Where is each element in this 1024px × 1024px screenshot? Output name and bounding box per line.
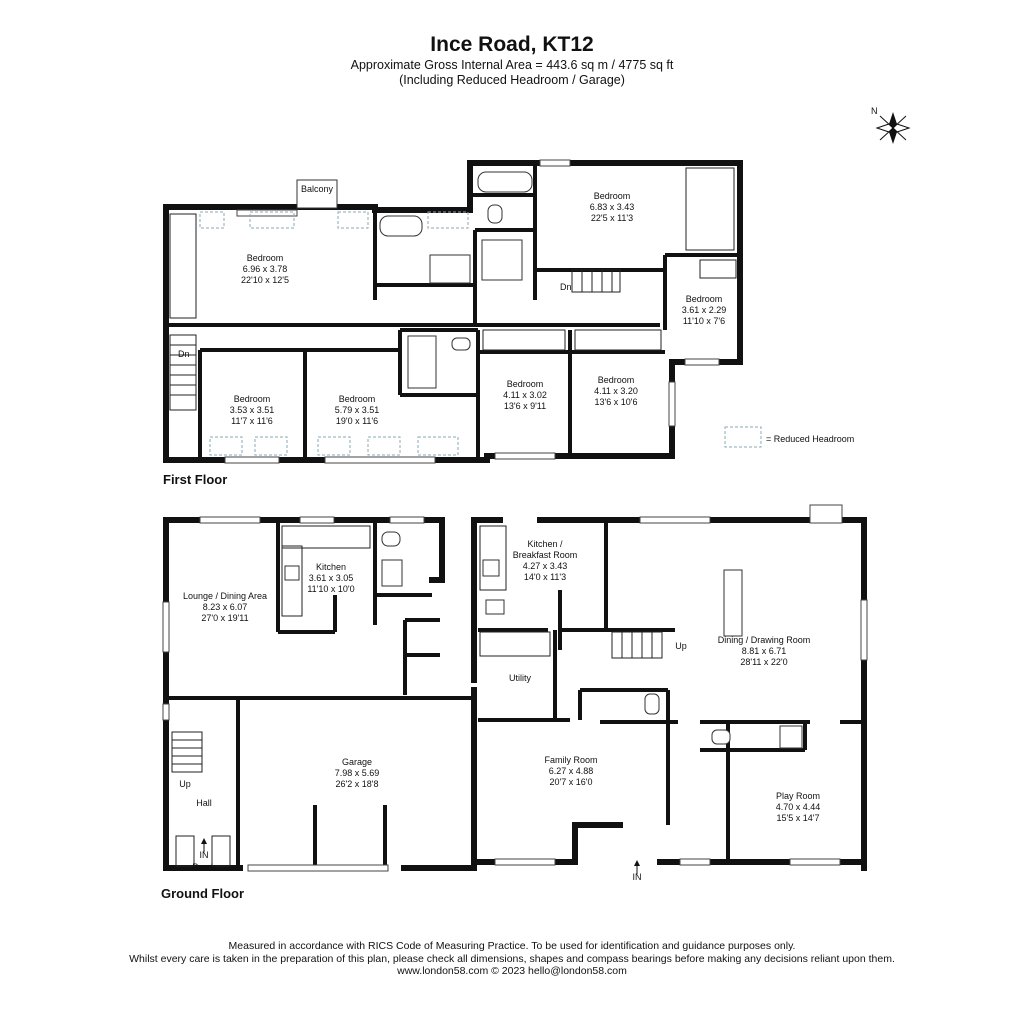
svg-text:7.98 x 5.69: 7.98 x 5.69 xyxy=(335,768,380,778)
svg-text:Dining / Drawing Room: Dining / Drawing Room xyxy=(718,635,811,645)
room-label-ff-bedroom-1: Bedroom 6.96 x 3.78 22'10 x 12'5 xyxy=(241,253,289,285)
svg-text:Play Room: Play Room xyxy=(776,791,820,801)
hall-label: Hall xyxy=(196,798,212,808)
svg-text:4.70 x 4.44: 4.70 x 4.44 xyxy=(776,802,821,812)
stairs-up-label-left: Up xyxy=(179,779,191,789)
svg-text:Bedroom: Bedroom xyxy=(234,394,271,404)
svg-text:13'6 x 9'11: 13'6 x 9'11 xyxy=(504,401,546,411)
svg-text:4.11 x 3.02: 4.11 x 3.02 xyxy=(503,390,547,400)
porch-label: Porch xyxy=(192,862,216,872)
entrance-arrow-left-icon xyxy=(201,838,207,844)
svg-text:Bedroom: Bedroom xyxy=(686,294,723,304)
room-label-play-room: Play Room 4.70 x 4.44 15'5 x 14'7 xyxy=(776,791,821,823)
ground-floor-label: Ground Floor xyxy=(161,886,244,901)
svg-text:Bedroom: Bedroom xyxy=(339,394,376,404)
sink-icon xyxy=(485,599,505,615)
area-note: (Including Reduced Headroom / Garage) xyxy=(399,73,625,87)
first-floor-label: First Floor xyxy=(163,472,227,487)
plan-footer: Measured in accordance with RICS Code of… xyxy=(0,940,1024,978)
svg-text:Breakfast Room: Breakfast Room xyxy=(513,550,578,560)
room-label-ff-bedroom-5: Bedroom 5.79 x 3.51 19'0 x 11'6 xyxy=(335,394,380,426)
footer-disclaimer-2: Whilst every care is taken in the prepar… xyxy=(129,952,895,965)
room-label-kitchen-breakfast: Kitchen / Breakfast Room 4.27 x 3.43 14'… xyxy=(513,539,578,582)
gross-area: Approximate Gross Internal Area = 443.6 … xyxy=(350,58,674,72)
svg-text:6.96 x 3.78: 6.96 x 3.78 xyxy=(243,264,288,274)
svg-text:19'0 x 11'6: 19'0 x 11'6 xyxy=(336,416,378,426)
svg-text:6.83 x 3.43: 6.83 x 3.43 xyxy=(590,202,635,212)
svg-text:Kitchen: Kitchen xyxy=(316,562,346,572)
svg-text:27'0 x 19'11: 27'0 x 19'11 xyxy=(201,613,248,623)
svg-text:Bedroom: Bedroom xyxy=(247,253,284,263)
room-label-ff-bedroom-6: Bedroom 4.11 x 3.02 13'6 x 9'11 xyxy=(503,379,547,411)
svg-text:15'5 x 14'7: 15'5 x 14'7 xyxy=(777,813,820,823)
svg-text:28'11 x 22'0: 28'11 x 22'0 xyxy=(740,657,787,667)
footer-contact: www.london58.com © 2023 hello@london58.c… xyxy=(397,965,627,977)
stairs-down-label-right: Dn xyxy=(560,282,572,292)
french-doors xyxy=(809,504,843,524)
svg-text:14'0 x 11'3: 14'0 x 11'3 xyxy=(524,572,566,582)
compass-icon xyxy=(875,112,911,144)
ground-floor-walls xyxy=(163,517,867,871)
svg-text:11'10 x 10'0: 11'10 x 10'0 xyxy=(307,584,354,594)
svg-text:11'7 x 11'6: 11'7 x 11'6 xyxy=(231,416,273,426)
ground-floor-fixtures xyxy=(162,504,868,874)
svg-text:Family Room: Family Room xyxy=(544,755,597,765)
svg-text:3.61 x 3.05: 3.61 x 3.05 xyxy=(309,573,354,583)
svg-text:Bedroom: Bedroom xyxy=(598,375,635,385)
hob-icon xyxy=(284,565,300,581)
svg-text:4.27 x 3.43: 4.27 x 3.43 xyxy=(523,561,568,571)
svg-text:3.53 x 3.51: 3.53 x 3.51 xyxy=(230,405,275,415)
first-floor-walls xyxy=(163,160,743,463)
compass-north-label: N xyxy=(871,106,878,116)
svg-text:11'10 x 7'6: 11'10 x 7'6 xyxy=(683,316,725,326)
svg-text:8.81 x 6.71: 8.81 x 6.71 xyxy=(742,646,787,656)
stairs-up-label-right: Up xyxy=(675,641,687,651)
utility-label: Utility xyxy=(509,673,531,683)
room-label-kitchen: Kitchen 3.61 x 3.05 11'10 x 10'0 xyxy=(307,562,354,594)
footer-disclaimer-1: Measured in accordance with RICS Code of… xyxy=(228,940,796,952)
room-label-garage: Garage 7.98 x 5.69 26'2 x 18'8 xyxy=(335,757,380,789)
plan-header: Ince Road, KT12 Approximate Gross Intern… xyxy=(0,32,1024,88)
room-label-ff-bedroom-2: Bedroom 6.83 x 3.43 22'5 x 11'3 xyxy=(590,191,635,223)
svg-text:20'7 x 16'0: 20'7 x 16'0 xyxy=(550,777,593,787)
room-label-ff-bedroom-3: Bedroom 3.61 x 2.29 11'10 x 7'6 xyxy=(682,294,727,326)
svg-text:22'10 x 12'5: 22'10 x 12'5 xyxy=(241,275,289,285)
stairs-down-label-left: Dn xyxy=(178,349,190,359)
room-label-family-room: Family Room 6.27 x 4.88 20'7 x 16'0 xyxy=(544,755,597,787)
svg-text:26'2 x 18'8: 26'2 x 18'8 xyxy=(336,779,379,789)
room-label-dining-drawing: Dining / Drawing Room 8.81 x 6.71 28'11 … xyxy=(718,635,811,667)
hob-icon-2 xyxy=(482,559,500,577)
svg-text:6.27 x 4.88: 6.27 x 4.88 xyxy=(549,766,594,776)
entrance-label-left: IN xyxy=(200,850,209,860)
balcony-outline xyxy=(296,179,338,209)
entrance-arrow-right-icon xyxy=(634,860,640,866)
svg-text:Bedroom: Bedroom xyxy=(594,191,631,201)
svg-text:4.11 x 3.20: 4.11 x 3.20 xyxy=(594,386,638,396)
room-label-ff-bedroom-4: Bedroom 3.53 x 3.51 11'7 x 11'6 xyxy=(230,394,275,426)
room-label-lounge: Lounge / Dining Area 8.23 x 6.07 27'0 x … xyxy=(183,591,267,623)
entrance-label-right: IN xyxy=(633,872,642,882)
balcony-label: Balcony xyxy=(301,184,334,194)
svg-text:Garage: Garage xyxy=(342,757,372,767)
svg-text:5.79 x 3.51: 5.79 x 3.51 xyxy=(335,405,380,415)
svg-text:3.61 x 2.29: 3.61 x 2.29 xyxy=(682,305,727,315)
dining-table xyxy=(723,569,743,637)
reduced-headroom-swatch xyxy=(724,426,762,448)
svg-text:22'5 x 11'3: 22'5 x 11'3 xyxy=(591,213,633,223)
first-floor-fixtures xyxy=(169,159,737,464)
svg-text:8.23 x 6.07: 8.23 x 6.07 xyxy=(203,602,248,612)
svg-text:Kitchen /: Kitchen / xyxy=(527,539,563,549)
room-label-ff-bedroom-7: Bedroom 4.11 x 3.20 13'6 x 10'6 xyxy=(594,375,638,407)
property-title: Ince Road, KT12 xyxy=(430,33,594,56)
svg-text:Lounge / Dining Area: Lounge / Dining Area xyxy=(183,591,267,601)
svg-text:Bedroom: Bedroom xyxy=(507,379,544,389)
svg-text:13'6 x 10'6: 13'6 x 10'6 xyxy=(595,397,638,407)
garage-door xyxy=(247,864,389,872)
legend-label: = Reduced Headroom xyxy=(766,434,854,444)
